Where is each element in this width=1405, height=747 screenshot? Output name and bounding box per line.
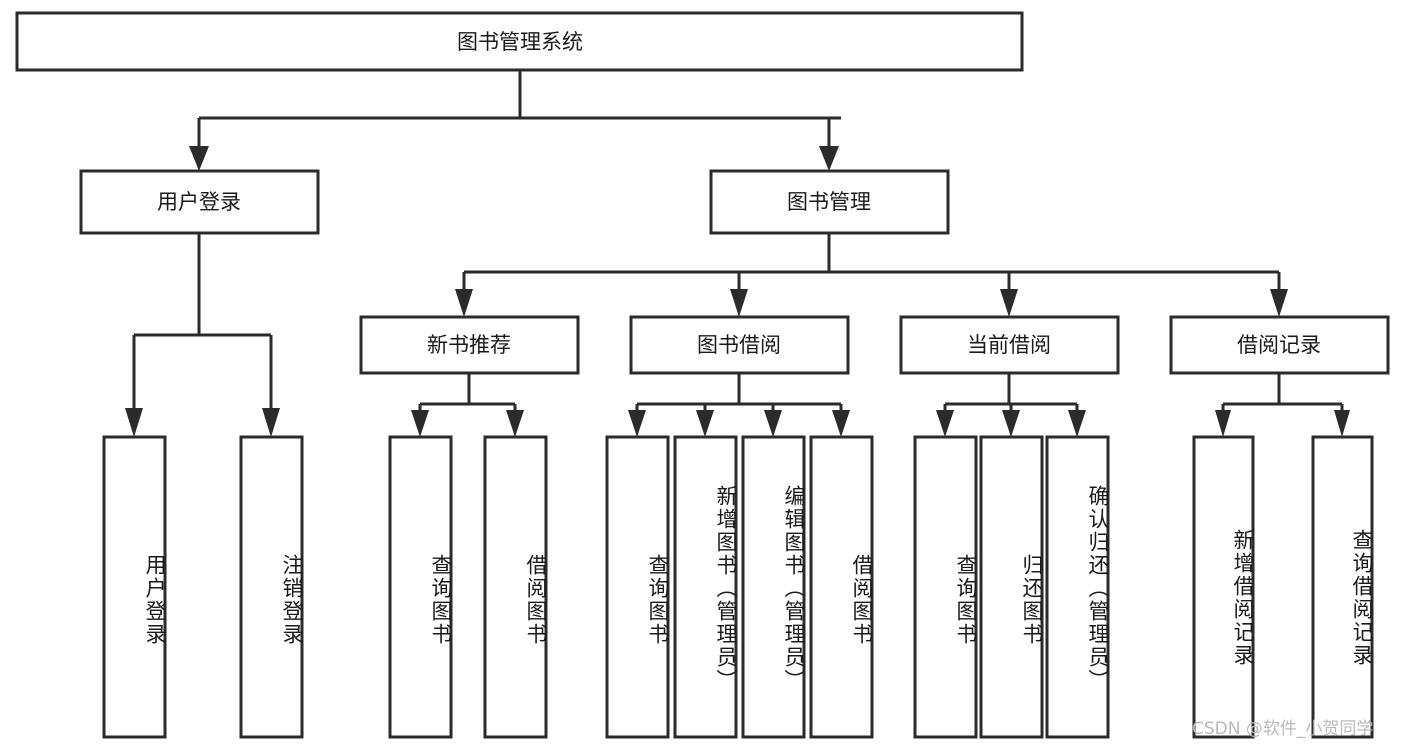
edge-group-current-borrow bbox=[936, 373, 1086, 437]
node-box-current-borrow[interactable] bbox=[899, 315, 1120, 375]
arrow-head-leaf-query-record bbox=[1334, 410, 1350, 437]
arrow-head-leaf-borrow-book-2 bbox=[832, 410, 850, 437]
arrow-head-leaf-borrow-book-1 bbox=[506, 410, 524, 437]
node-box-leaf-query-book-2[interactable] bbox=[605, 435, 670, 739]
arrow-head-leaf-query-book-2 bbox=[628, 410, 646, 437]
node-box-book-borrow[interactable] bbox=[629, 315, 850, 375]
node-box-leaf-add-record[interactable] bbox=[1192, 435, 1255, 739]
node-label-user-login: 用户登录 bbox=[157, 190, 241, 214]
arrow-head-leaf-query-book-3 bbox=[936, 410, 954, 437]
node-box-leaf-borrow-book-2[interactable] bbox=[809, 435, 874, 739]
arrow-head-borrow-record bbox=[1270, 289, 1288, 317]
arrow-head-to-user-login bbox=[189, 146, 209, 171]
node-box-root[interactable] bbox=[15, 11, 1024, 72]
node-label-new-book-rec: 新书推荐 bbox=[427, 333, 511, 357]
arrow-head-leaf-logout bbox=[262, 408, 280, 437]
node-box-leaf-query-book-3[interactable] bbox=[913, 435, 978, 739]
arrow-head-leaf-edit-book bbox=[764, 410, 782, 437]
arrow-head-leaf-add-book bbox=[696, 410, 714, 437]
node-box-leaf-logout[interactable] bbox=[239, 435, 304, 739]
node-box-leaf-user-login[interactable] bbox=[102, 435, 167, 739]
arrow-head-leaf-user-login bbox=[125, 408, 143, 437]
arrow-head-current-borrow bbox=[1000, 289, 1018, 317]
edge-group-user-login bbox=[125, 233, 280, 437]
arrow-head-new-book-rec bbox=[455, 289, 473, 317]
node-box-book-manage[interactable] bbox=[709, 169, 950, 235]
edge-group-borrow-record bbox=[1215, 373, 1350, 437]
node-box-leaf-query-record[interactable] bbox=[1311, 435, 1374, 739]
arrow-head-leaf-return-book bbox=[1002, 410, 1020, 437]
edge-group-book-manage bbox=[455, 233, 1288, 317]
node-box-leaf-edit-book[interactable] bbox=[741, 435, 806, 739]
arrow-head-to-book-manage bbox=[819, 146, 839, 171]
arrow-head-book-borrow bbox=[730, 289, 748, 317]
node-label-root: 图书管理系统 bbox=[457, 30, 583, 54]
edge-group-root bbox=[189, 70, 841, 171]
node-label-book-manage: 图书管理 bbox=[787, 190, 871, 214]
node-box-new-book-rec[interactable] bbox=[359, 315, 580, 375]
node-box-user-login[interactable] bbox=[79, 169, 320, 235]
node-box-leaf-return-book[interactable] bbox=[979, 435, 1044, 739]
node-label-borrow-record: 借阅记录 bbox=[1237, 333, 1321, 357]
node-box-borrow-record[interactable] bbox=[1169, 315, 1390, 375]
node-label-book-borrow: 图书借阅 bbox=[697, 333, 781, 357]
edge-group-new-book-rec bbox=[411, 373, 524, 437]
node-label-current-borrow: 当前借阅 bbox=[967, 333, 1051, 357]
node-box-leaf-add-book[interactable] bbox=[673, 435, 738, 739]
node-box-leaf-confirm-return[interactable] bbox=[1045, 435, 1110, 739]
arrow-head-leaf-query-book-1 bbox=[411, 410, 429, 437]
watermark-text: CSDN @软件_小贺同学 bbox=[1192, 719, 1374, 739]
arrow-head-leaf-add-record bbox=[1215, 410, 1231, 437]
edge-group-book-borrow bbox=[628, 373, 850, 437]
node-box-leaf-query-book-1[interactable] bbox=[388, 435, 453, 739]
node-box-leaf-borrow-book-1[interactable] bbox=[483, 435, 548, 739]
arrow-head-leaf-confirm-return bbox=[1068, 410, 1086, 437]
